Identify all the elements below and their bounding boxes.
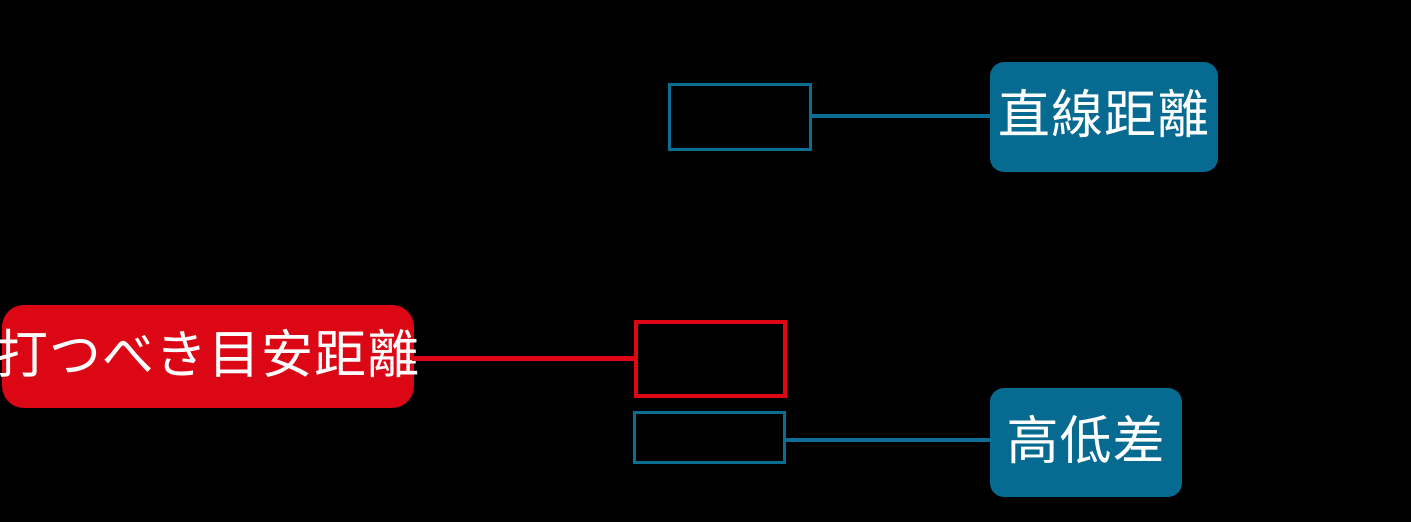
node-elevation-difference[interactable]: 高低差	[990, 388, 1182, 497]
node-straight-distance[interactable]: 直線距離	[990, 62, 1218, 172]
placeholder-box-elevation[interactable]	[633, 411, 786, 464]
placeholder-box-straight-distance[interactable]	[668, 83, 812, 151]
connector-elevation	[784, 438, 992, 442]
node-label-straight-distance: 直線距離	[997, 88, 1211, 145]
node-label-root: 打つべき目安距離	[0, 327, 421, 385]
connector-root-to-middle	[412, 356, 636, 361]
node-root-target-distance[interactable]: 打つべき目安距離	[0, 305, 419, 408]
node-label-elevation-difference: 高低差	[1006, 413, 1166, 471]
placeholder-box-middle[interactable]	[634, 320, 787, 398]
connector-straight-distance	[810, 114, 992, 118]
